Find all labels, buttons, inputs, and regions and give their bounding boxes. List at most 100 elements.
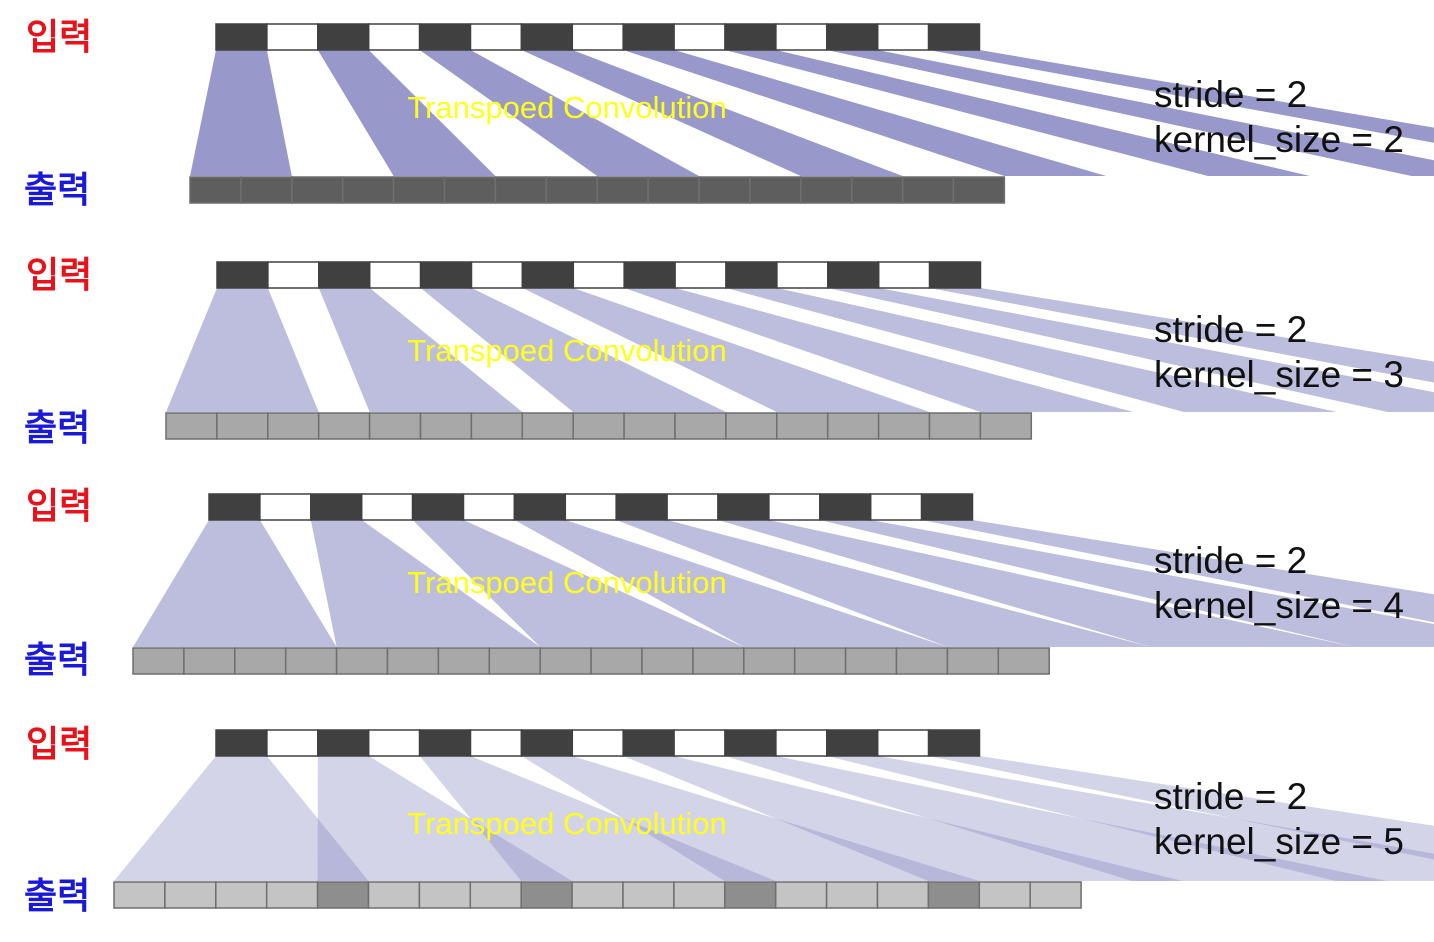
- kernel-projection: [826, 756, 1434, 881]
- inserted-zero-cell: [869, 493, 923, 521]
- stride-text: stride = 2: [1154, 776, 1307, 817]
- inserted-zero-cell: [673, 729, 726, 757]
- input-cell: [826, 23, 879, 51]
- output-cell: [590, 647, 643, 675]
- kernel-projection: [725, 756, 1387, 881]
- input-cell: [310, 493, 363, 521]
- output-cell: [215, 881, 268, 909]
- input-cell: [724, 23, 777, 51]
- output-cell: [494, 176, 548, 204]
- output-cell: [776, 412, 829, 440]
- kernel-size-text: kernel_size = 3: [1154, 354, 1404, 395]
- output-cell: [520, 881, 573, 909]
- output-cell: [284, 647, 338, 675]
- inserted-zero-cell: [367, 729, 421, 757]
- kernel-projection: [317, 50, 496, 176]
- inserted-zero-cell: [876, 729, 930, 757]
- inserted-zero-cell: [876, 23, 930, 51]
- output-cell: [216, 412, 269, 440]
- output-cell: [572, 412, 625, 440]
- input-cell: [520, 729, 574, 757]
- output-label: 출력: [24, 170, 90, 211]
- output-label: 출력: [24, 640, 90, 681]
- input-cell: [215, 23, 268, 51]
- inserted-zero-cell: [462, 493, 516, 521]
- inserted-zero-cell: [877, 261, 931, 289]
- inserted-zero-cell: [666, 493, 719, 521]
- panel-1: 입력 출력 Transpoed Convolution stride = 2 k…: [24, 17, 1404, 211]
- inserted-zero-cell: [564, 493, 617, 521]
- output-cell: [774, 881, 828, 909]
- output-cell: [793, 647, 847, 675]
- panel-3: 입력 출력 Transpoed Convolution stride = 2 k…: [24, 486, 1404, 681]
- input-cell: [927, 729, 981, 757]
- kernel-projection: [921, 520, 1434, 623]
- kernel-size-text: kernel_size = 2: [1154, 119, 1404, 160]
- output-cell: [647, 176, 700, 204]
- output-cell: [240, 176, 293, 204]
- kernel-projection: [166, 288, 319, 412]
- output-cell: [877, 412, 931, 440]
- output-cell: [850, 176, 904, 204]
- inserted-zero-cell: [768, 493, 821, 521]
- kernel-size-text: kernel_size = 4: [1154, 585, 1404, 626]
- input-cell: [513, 493, 567, 521]
- output-cell: [698, 176, 751, 204]
- output-cell: [488, 647, 541, 675]
- kernel-projection: [419, 50, 699, 176]
- output-cell: [749, 176, 802, 204]
- inserted-zero-cell: [469, 23, 523, 51]
- output-cell: [895, 647, 949, 675]
- output-cell: [997, 647, 1050, 675]
- overlay-title: Transpoed Convolution: [407, 806, 726, 841]
- output-cell: [622, 881, 675, 909]
- output-cell: [291, 176, 344, 204]
- input-cell: [622, 23, 675, 51]
- output-cell: [825, 881, 879, 909]
- kernel-projection: [114, 756, 369, 881]
- output-cell: [844, 647, 898, 675]
- input-cell: [826, 729, 879, 757]
- kernel-projection: [420, 288, 726, 412]
- overlay-title: Transpoed Convolution: [407, 565, 726, 600]
- input-cell: [920, 493, 974, 521]
- output-cell: [316, 881, 370, 909]
- kernel-projection: [190, 50, 292, 176]
- panel-2-graphics: [165, 261, 1434, 440]
- output-cell: [419, 412, 473, 440]
- input-cell: [615, 493, 668, 521]
- inserted-zero-cell: [266, 729, 319, 757]
- kernel-projection: [419, 756, 776, 881]
- inserted-zero-cell: [673, 23, 726, 51]
- kernel-projection: [514, 520, 948, 647]
- kernel-projection: [827, 288, 1434, 412]
- input-cell: [927, 23, 981, 51]
- panel-4-graphics: [113, 729, 1434, 909]
- input-cell: [622, 729, 675, 757]
- kernel-projection: [133, 520, 337, 647]
- inserted-zero-cell: [674, 261, 727, 289]
- input-cell: [317, 729, 370, 757]
- kernel-size-text: kernel_size = 5: [1154, 821, 1404, 862]
- output-cell: [165, 412, 218, 440]
- inserted-zero-cell: [775, 23, 828, 51]
- panel-4: 입력 출력 Transpoed Convolution stride = 2 k…: [24, 724, 1404, 917]
- output-cell: [386, 647, 440, 675]
- kernel-projection: [310, 520, 541, 647]
- output-cell: [901, 176, 955, 204]
- input-cell: [623, 261, 676, 289]
- inserted-zero-cell: [360, 493, 414, 521]
- inserted-zero-cell: [571, 729, 624, 757]
- output-cell: [674, 412, 727, 440]
- kernel-projection: [726, 288, 1337, 412]
- output-label: 출력: [24, 408, 90, 449]
- inserted-zero-cell: [368, 261, 422, 289]
- input-cell: [215, 729, 268, 757]
- input-cell: [418, 23, 472, 51]
- panel-3-graphics: [132, 493, 1434, 675]
- output-cell: [928, 412, 982, 440]
- output-cell: [521, 412, 574, 440]
- input-cell: [827, 261, 880, 289]
- output-cell: [469, 881, 522, 909]
